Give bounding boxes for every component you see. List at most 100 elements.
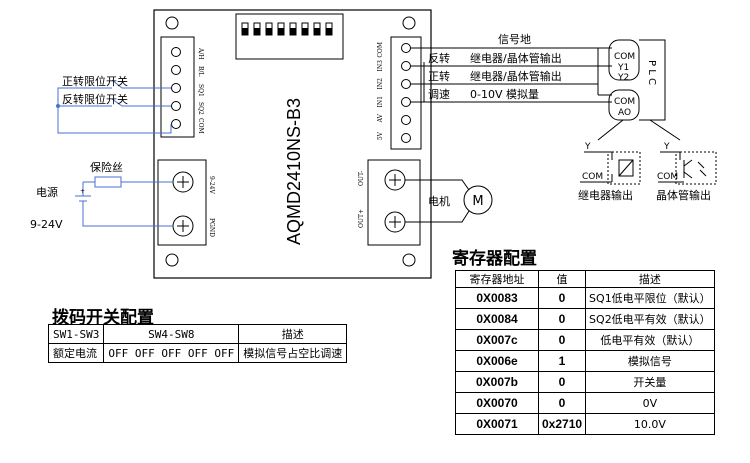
mounting-hole [402, 16, 416, 30]
mounting-hole [165, 253, 179, 267]
fuse-label: 保险丝 [90, 160, 123, 174]
table-row: 0X0084 0 SQ2低电平有效（默认） [455, 308, 715, 330]
analog-output-label: 0-10V 模拟量 [470, 87, 539, 101]
register-value: 0 [537, 287, 587, 309]
table-cell: OFF OFF OFF OFF OFF [103, 343, 240, 363]
register-address: 0X006e [455, 350, 539, 372]
table-header-row: 寄存器地址 值 描述 [455, 270, 715, 288]
relay-output-caption: 继电器输出 [578, 188, 633, 202]
svg-text:SQ1: SQ1 [197, 84, 204, 97]
svg-text:AV: AV [377, 113, 384, 123]
table-row: 0X007b 0 开关量 [455, 371, 715, 393]
mounting-hole [165, 16, 179, 30]
register-description: 开关量 [585, 371, 715, 393]
table-row: 0X006e 1 模拟信号 [455, 350, 715, 372]
board-model-label: AQMD2410NS-B3 [284, 98, 304, 245]
svg-text:IN3: IN3 [377, 60, 384, 72]
transistor-y-label: Y [663, 142, 670, 152]
register-address: 0X007c [455, 329, 539, 351]
motor-terminal: OUT- OUT+ [358, 159, 421, 246]
column-header: 值 [537, 270, 587, 288]
transistor-output-caption: 晶体管输出 [656, 188, 711, 202]
controller-board [153, 9, 432, 279]
signal-ground-label: 信号地 [498, 33, 531, 46]
svg-text:PGND: PGND [208, 218, 215, 237]
dip-config-title: 拨码开关配置 [52, 308, 154, 328]
motor-wiring [405, 179, 493, 223]
svg-text:COM: COM [377, 42, 384, 58]
register-address: 0X0070 [455, 392, 539, 414]
table-row: 0X0070 0 0V [455, 392, 715, 414]
register-description: 低电平有效（默认） [585, 329, 715, 351]
svg-text:9-24V: 9-24V [208, 176, 215, 194]
register-address: 0X0084 [455, 308, 539, 330]
table-row: 0X007c 0 低电平有效（默认） [455, 329, 715, 351]
motor-label: 电机 [428, 194, 450, 208]
plc-y1: Y1 [617, 63, 629, 73]
register-description: SQ2低电平有效（默认） [585, 308, 715, 330]
register-value: 1 [537, 350, 587, 372]
svg-text:IN2: IN2 [377, 78, 384, 90]
plc-label: P L C [646, 60, 657, 85]
dip-config-table: SW1-SW3 SW4-SW8 描述 额定电流 OFF OFF OFF OFF … [47, 324, 348, 363]
svg-text:COM: COM [197, 118, 204, 134]
power-label: 电源 [36, 185, 58, 199]
transistor-com-label: COM [657, 172, 678, 182]
motor-symbol: M [472, 194, 483, 209]
column-header: 描述 [585, 270, 715, 288]
power-voltage-label: 9-24V [30, 218, 63, 231]
plc-com1: COM [614, 52, 635, 62]
register-address: 0X0071 [455, 413, 539, 435]
register-description: SQ1低电平限位（默认） [585, 287, 715, 309]
relay-y-label: Y [584, 142, 591, 152]
register-value: 0 [537, 329, 587, 351]
plc-ao: AO [618, 108, 631, 118]
register-description: 10.0V [585, 413, 715, 435]
plc-device [597, 39, 681, 141]
svg-text:OUT+: OUT+ [358, 209, 365, 228]
register-config-table: 寄存器地址 值 描述 0X0083 0 SQ1低电平限位（默认） 0X0084 … [455, 270, 715, 435]
left-signal-terminal: A/H B/L SQ1 SQ2 COM [160, 36, 204, 138]
reverse-limit-label: 反转限位开关 [62, 92, 128, 106]
mounting-hole [402, 253, 416, 267]
plc-y2: Y2 [617, 73, 629, 83]
transistor-output-symbol [658, 151, 717, 185]
table-cell: 额定电流 [47, 343, 105, 363]
polarity-plus: + [80, 188, 85, 195]
table-row: 0X0083 0 SQ1低电平限位（默认） [455, 287, 715, 309]
svg-text:5V: 5V [377, 131, 384, 140]
register-value: 0 [537, 392, 587, 414]
column-header: SW1-SW3 [47, 324, 105, 344]
column-header: 寄存器地址 [455, 270, 539, 288]
register-address: 0X007b [455, 371, 539, 393]
dip-switch [235, 13, 344, 60]
svg-text:IN1: IN1 [377, 96, 384, 107]
forward-label: 正转 [428, 69, 450, 83]
register-value: 0x2710 [537, 413, 587, 435]
table-header-row: SW1-SW3 SW4-SW8 描述 [47, 324, 348, 344]
relay-com-label: COM [582, 172, 603, 182]
svg-text:OUT-: OUT- [358, 171, 365, 186]
power-terminal: 9-24V PGND [157, 159, 215, 246]
relay-output-label-2: 继电器/晶体管输出 [470, 69, 562, 83]
register-value: 0 [537, 371, 587, 393]
table-row: 0X0071 0x2710 10.0V [455, 413, 715, 435]
register-value: 0 [537, 308, 587, 330]
plc-wiring [411, 47, 612, 103]
register-description: 0V [585, 392, 715, 414]
svg-text:SQ2: SQ2 [197, 102, 204, 115]
table-cell: 模拟信号占空比调速 [238, 343, 348, 363]
plc-com2: COM [614, 97, 635, 107]
svg-text:B/L: B/L [197, 66, 204, 76]
table-row: 额定电流 OFF OFF OFF OFF OFF 模拟信号占空比调速 [47, 343, 348, 363]
forward-limit-label: 正转限位开关 [62, 74, 128, 88]
relay-output-label-1: 继电器/晶体管输出 [470, 51, 562, 65]
reverse-label: 反转 [428, 51, 450, 65]
svg-text:A/H: A/H [197, 47, 204, 60]
wiring-diagram: A/H B/L SQ1 SQ2 COM COM IN3 IN2 IN1 AV 5… [30, 9, 717, 279]
register-address: 0X0083 [455, 287, 539, 309]
column-header: SW4-SW8 [103, 324, 240, 344]
speed-label: 调速 [428, 88, 450, 101]
power-supply-wiring [75, 176, 173, 227]
register-description: 模拟信号 [585, 350, 715, 372]
